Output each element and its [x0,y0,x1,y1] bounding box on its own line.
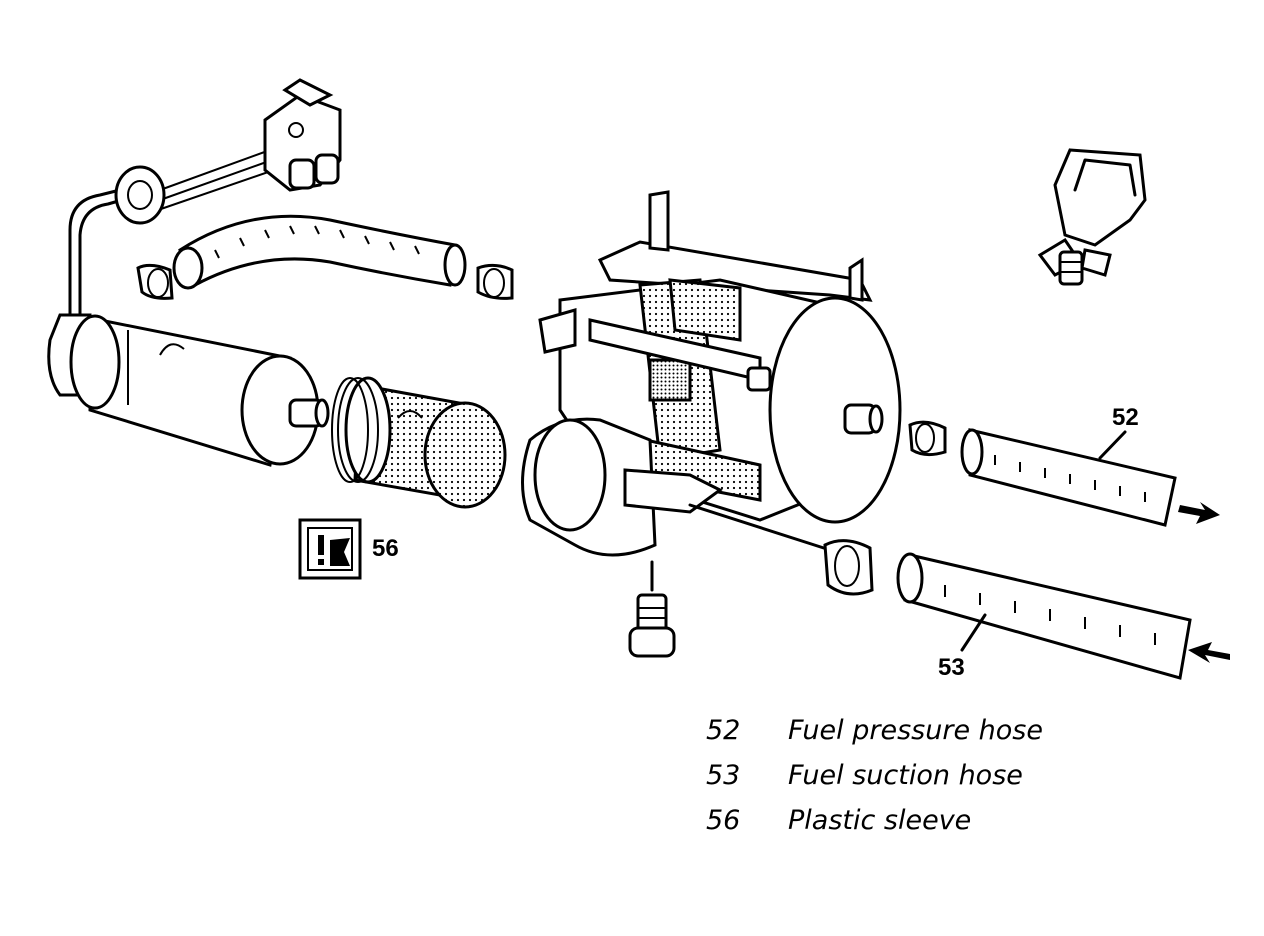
legend-description: Plastic sleeve [788,805,972,836]
wiring-harness [68,78,342,332]
legend-description: Fuel pressure hose [788,715,1043,746]
fuel-pressure-hose [960,428,1220,527]
fuel-suction-hose [896,552,1230,680]
legend-number: 53 [706,760,741,791]
callout-53: 53 [938,654,965,681]
upper-hose-assembly [136,214,514,300]
parts-legend: 52 Fuel pressure hose 53 Fuel suction ho… [706,708,1043,843]
legend-row-53: 53 Fuel suction hose [706,753,1043,798]
callout-52: 52 [1112,404,1139,431]
warning-symbol-icon [298,518,362,580]
mounting-bolt [628,593,676,658]
pump-housing [521,190,902,592]
connector-clip [1037,148,1147,286]
callout-56: 56 [372,535,399,562]
legend-number: 56 [706,805,741,836]
legend-row-52: 52 Fuel pressure hose [706,708,1043,753]
hose-clamps [823,420,947,596]
legend-row-56: 56 Plastic sleeve [706,798,1043,843]
fuel-pump-body [47,313,330,467]
legend-number: 52 [706,715,741,746]
legend-description: Fuel suction hose [788,760,1023,791]
plastic-sleeve [331,376,507,509]
